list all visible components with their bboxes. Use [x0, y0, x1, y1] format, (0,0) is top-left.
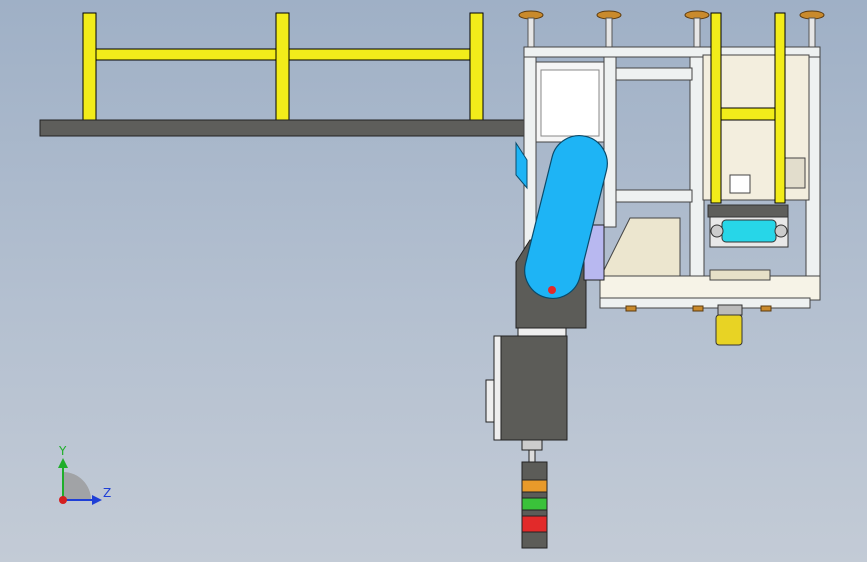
roller-bearing: [710, 224, 724, 238]
guard-rail-post: [469, 12, 484, 122]
yellow-frame-post: [710, 12, 722, 204]
frame-column: [603, 46, 617, 228]
gearbox-housing: [500, 335, 568, 441]
yellow-frame-rung: [720, 107, 776, 121]
enclosure-window: [729, 174, 751, 194]
base-feet: [625, 305, 772, 312]
signal-tower-spacer: [521, 509, 548, 517]
guard-rail-post: [82, 12, 97, 122]
robot-end-effector: [515, 141, 528, 190]
y-axis-label: Y: [58, 444, 67, 458]
leveling-foot: [684, 10, 710, 51]
base-foot: [692, 305, 704, 312]
signal-light-green: [521, 497, 548, 511]
frame-column: [689, 46, 705, 288]
motor-flange: [717, 304, 743, 316]
leveling-foot: [596, 10, 622, 51]
conveyor-beam: [39, 119, 531, 137]
leveling-foot: [518, 10, 544, 51]
frame-panel-inner: [540, 69, 600, 137]
leveling-foot: [799, 10, 825, 51]
signal-tower-cap: [521, 461, 548, 481]
gearbox-shaft: [521, 439, 543, 451]
yellow-frame-post: [774, 12, 786, 204]
signal-light-red: [521, 515, 548, 533]
enclosure-bottom-rail: [599, 297, 811, 309]
guard-rail: [82, 12, 484, 122]
robot-arm: [515, 135, 608, 299]
motor-mount: [709, 269, 771, 281]
signal-light-orange: [521, 479, 548, 493]
enclosure-latch: [782, 157, 806, 189]
frame-top-rail: [523, 46, 821, 58]
guard-rail-bar: [95, 48, 277, 61]
signal-tower-spacer: [521, 491, 548, 499]
signal-tower: [521, 449, 548, 549]
roller-bracket: [707, 204, 789, 218]
guard-rail-post: [275, 12, 290, 122]
signal-tower-pole: [528, 449, 536, 463]
lower-enclosure: [599, 217, 821, 309]
triad-origin: [59, 496, 67, 504]
inner-yellow-frame: [710, 12, 786, 204]
base-foot: [625, 305, 637, 312]
robot-joint-marker: [548, 286, 556, 294]
guard-rail-bar: [288, 48, 471, 61]
drive-motor: [715, 304, 743, 346]
robot-arm-link: [524, 135, 608, 299]
z-axis-label: Z: [103, 486, 111, 500]
roller-assembly: [707, 204, 789, 248]
gearbox-flange: [517, 327, 567, 337]
gearbox: [485, 327, 568, 451]
orientation-triad: Y Z: [58, 444, 111, 505]
z-axis-arrow-icon: [92, 495, 102, 505]
roller-bearing: [774, 224, 788, 238]
triad-plane-quadrant: [63, 472, 91, 500]
y-axis-arrow-icon: [58, 458, 68, 468]
cyan-roller: [721, 219, 777, 243]
base-foot: [760, 305, 772, 312]
frame-beam: [615, 67, 693, 81]
signal-tower-base: [521, 531, 548, 549]
frame-beam: [615, 189, 693, 203]
gearbox-handle: [485, 379, 495, 423]
motor-body: [715, 314, 743, 346]
